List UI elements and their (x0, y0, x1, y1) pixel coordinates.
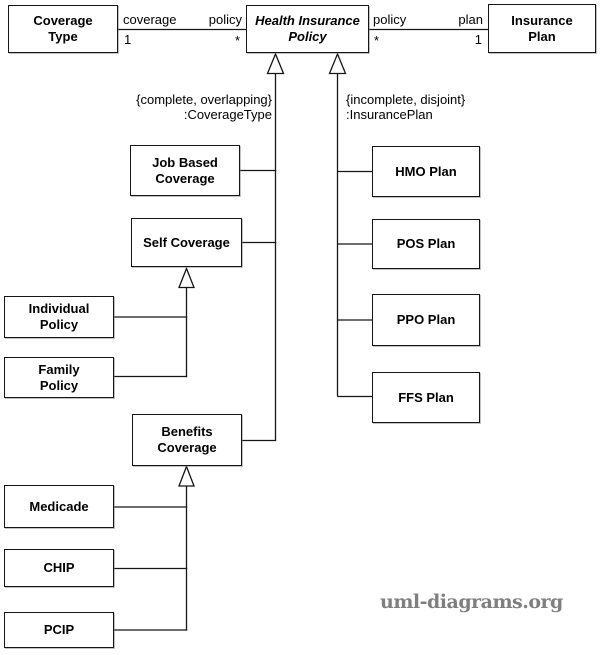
multiplicity-plan-1: 1 (474, 32, 482, 47)
multiplicity-policy-star-left: * (234, 33, 240, 48)
multiplicity-coverage-1: 1 (124, 32, 132, 47)
multiplicity-policy-star-right: * (374, 33, 380, 48)
class-hmo-plan[interactable]: HMO Plan (372, 146, 480, 197)
class-coverage-type[interactable]: Coverage Type (8, 5, 118, 53)
generalization-arrowhead-self-coverage-icon (178, 266, 195, 289)
role-label-policy-left: policy (208, 12, 242, 27)
role-label-coverage: coverage (123, 12, 177, 27)
role-label-plan: plan (458, 12, 483, 27)
class-individual-policy[interactable]: Individual Policy (4, 296, 114, 338)
class-ffs-plan[interactable]: FFS Plan (372, 372, 480, 423)
class-pos-plan[interactable]: POS Plan (372, 219, 480, 269)
generalization-arrowhead-benefits-coverage-icon (178, 464, 195, 487)
generalization-arrowhead-insurance-plan-icon (328, 52, 347, 75)
constraint-insurance-plan-set: {incomplete, disjoint} :InsurancePlan (346, 92, 466, 122)
class-pcip[interactable]: PCIP (4, 612, 114, 648)
class-self-coverage[interactable]: Self Coverage (131, 218, 242, 267)
class-ppo-plan[interactable]: PPO Plan (372, 294, 480, 346)
class-insurance-plan[interactable]: Insurance Plan (488, 4, 596, 53)
class-chip[interactable]: CHIP (4, 549, 114, 587)
class-benefits-coverage[interactable]: Benefits Coverage (132, 414, 242, 466)
role-label-policy-right: policy (373, 12, 407, 27)
class-medicade[interactable]: Medicade (4, 485, 114, 528)
class-family-policy[interactable]: Family Policy (4, 357, 114, 398)
constraint-coverage-type-set: {complete, overlapping} :CoverageType (136, 92, 272, 122)
generalization-arrowhead-coverage-type-icon (266, 52, 285, 75)
class-health-insurance-policy[interactable]: Health Insurance Policy (246, 5, 369, 53)
watermark-text: uml-diagrams.org (380, 591, 563, 613)
class-job-based-coverage[interactable]: Job Based Coverage (130, 145, 240, 196)
